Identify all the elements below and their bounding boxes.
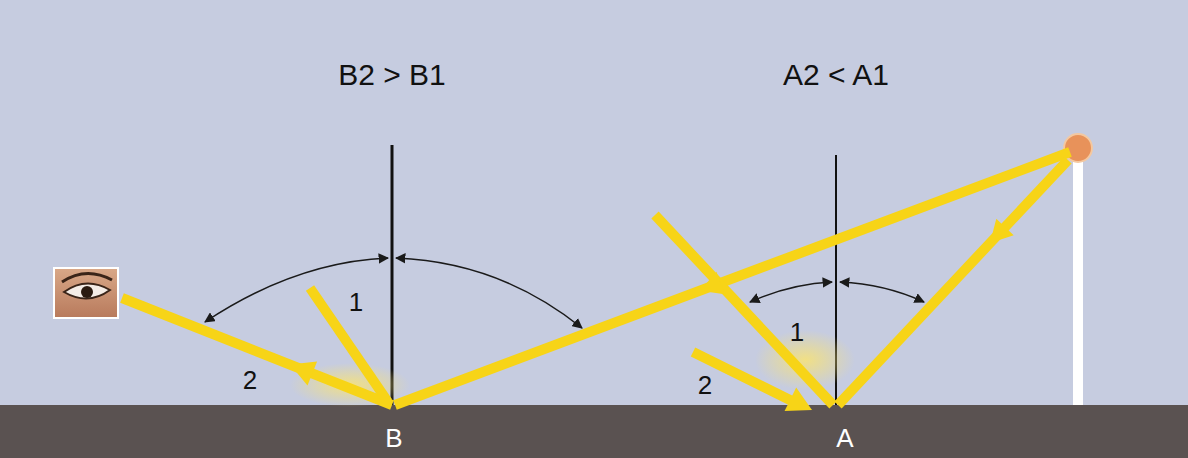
- light-ray: [310, 288, 388, 402]
- light-ray: [655, 215, 833, 405]
- point-letter: A: [836, 425, 853, 451]
- eye-shape: [64, 283, 110, 298]
- angle-arc: [205, 258, 388, 322]
- lamp-post: [1073, 150, 1083, 405]
- angle-relation: B2 > B1: [338, 60, 446, 90]
- arrowhead: [700, 272, 725, 294]
- ray-number: 1: [790, 319, 804, 345]
- light-rays: [122, 152, 1070, 405]
- road-surface: [0, 405, 1188, 458]
- ray-number: 1: [349, 289, 363, 315]
- arrowhead: [990, 219, 1014, 243]
- ray-arrowheads: [290, 219, 1014, 411]
- point-letter: B: [385, 425, 402, 451]
- angle-arc: [750, 282, 832, 302]
- ray-number: 2: [243, 367, 257, 393]
- arrowhead: [785, 388, 812, 411]
- light-ray: [693, 352, 792, 401]
- eye-icon: [54, 268, 118, 318]
- light-ray: [838, 160, 1068, 405]
- normal-line: [391, 145, 394, 405]
- eye-brow: [62, 273, 112, 282]
- angle-arc: [396, 258, 582, 328]
- angle-relation: A2 < A1: [783, 60, 889, 90]
- ray-number: 2: [698, 372, 712, 398]
- eye-iris: [81, 286, 93, 298]
- angle-arc: [840, 282, 924, 302]
- arrowhead: [290, 361, 317, 385]
- eye-photo: [54, 268, 118, 318]
- light-ray: [395, 152, 1070, 405]
- angle-arcs: [205, 258, 924, 328]
